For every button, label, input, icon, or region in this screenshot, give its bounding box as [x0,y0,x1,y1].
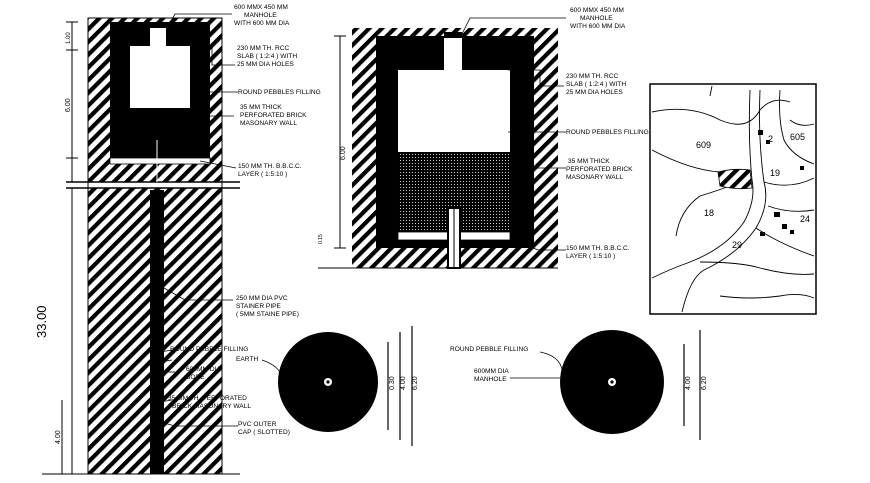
right-bbcc-label: 150 MM TH. B.B.C.C. LAYER ( 1:5:10 ) [566,245,631,260]
right-plan-pebble-label: ROUND PEBBLE FILLING [450,346,528,353]
left-earth-label: EARTH [236,356,258,363]
right-manhole-label: 600 MMX 450 MM MANHOLE WITH 600 MM DIA [570,7,626,30]
right-plan: 4.00 6.20 ROUND PEBBLE FILLING 600MM DIA… [450,330,708,440]
dim-left-top: 1.00 [66,32,72,44]
plot-19: 19 [770,168,780,178]
left-rcc-slab-label: 230 MM TH. RCC SLAB ( 1:2:4 ) WITH 25 MM… [237,45,299,68]
right-rcc-slab-label: 230 MM TH. RCC SLAB ( 1:2:4 ) WITH 25 MM… [566,73,628,96]
site-map: 609 2 605 19 18 24 29 [649,83,817,315]
plot-18: 18 [704,208,714,218]
right-plan-dim-2: 6.20 [701,376,708,390]
right-pit-chamber [398,70,510,152]
right-section: 6.00 0.15 600 MMX 450 MM MANHOLE WITH 60… [318,7,649,269]
left-manhole-label: 600 MMX 450 MM MANHOLE WITH 600 MM DIA [234,4,290,27]
dim-left-bottom: 4.00 [55,430,62,444]
left-brick-wall-label: 35 MM THICK PERFORATED BRICK MASONARY WA… [240,104,308,127]
left-pebble-fill-label: ROUND PEBBLE FILLING [170,346,248,353]
left-bore-label: 600MM DIA BORE [186,366,222,381]
dim-left-upper: 6.00 [65,98,72,112]
plot-609: 609 [696,140,711,150]
left-plan-dim-1: 0.30 [389,376,396,390]
left-manhole-neck [150,26,166,48]
site-map-frame [649,83,817,315]
left-plan-dim-2: 4.00 [400,376,407,390]
dim-right-base: 0.15 [318,234,324,244]
dim-right-height: 6.00 [340,146,347,160]
left-section: 1.00 6.00 33.00 4.00 600 MMX 450 MM MANH… [34,4,321,475]
left-pvc-pipe-label: 250 MM DIA PVC STAINER PIPE ( 5MM STAINE… [236,295,299,318]
plot-605: 605 [790,132,805,142]
left-perf-wall-label: 35 MM TH. PERFORATED BRICK MASONARY WALL [168,395,251,410]
left-pebbles-label: ROUND PEBBLES FILLING [238,89,321,96]
left-pvc-cap-label: PVC OUTER CAP ( SLOTTED) [238,421,290,436]
plot-24: 24 [800,214,810,224]
left-pvc-pipe [150,190,164,474]
right-plan-dim-1: 4.00 [685,376,692,390]
left-bbcc-label: 150 MM TH. B.B.C.C. LAYER ( 1:5:10 ) [238,163,303,178]
right-manhole-neck [444,36,462,72]
right-brick-wall-label: 35 MM THICK PERFORATED BRICK MASONARY WA… [566,158,634,181]
left-plan-dim-3: 6.20 [412,376,419,390]
right-plan-manhole-label: 600MM DIA MANHOLE [474,368,510,383]
right-pebbles-label: ROUND PEBBLES FILLING [566,129,649,136]
plot-2: 2 [768,134,773,144]
plot-29: 29 [732,240,742,250]
dim-left-total: 33.00 [34,305,49,338]
left-plan: 0.30 4.00 6.20 [261,326,419,446]
site-map-marked-plot [717,168,753,190]
left-pit-chamber [130,46,190,108]
